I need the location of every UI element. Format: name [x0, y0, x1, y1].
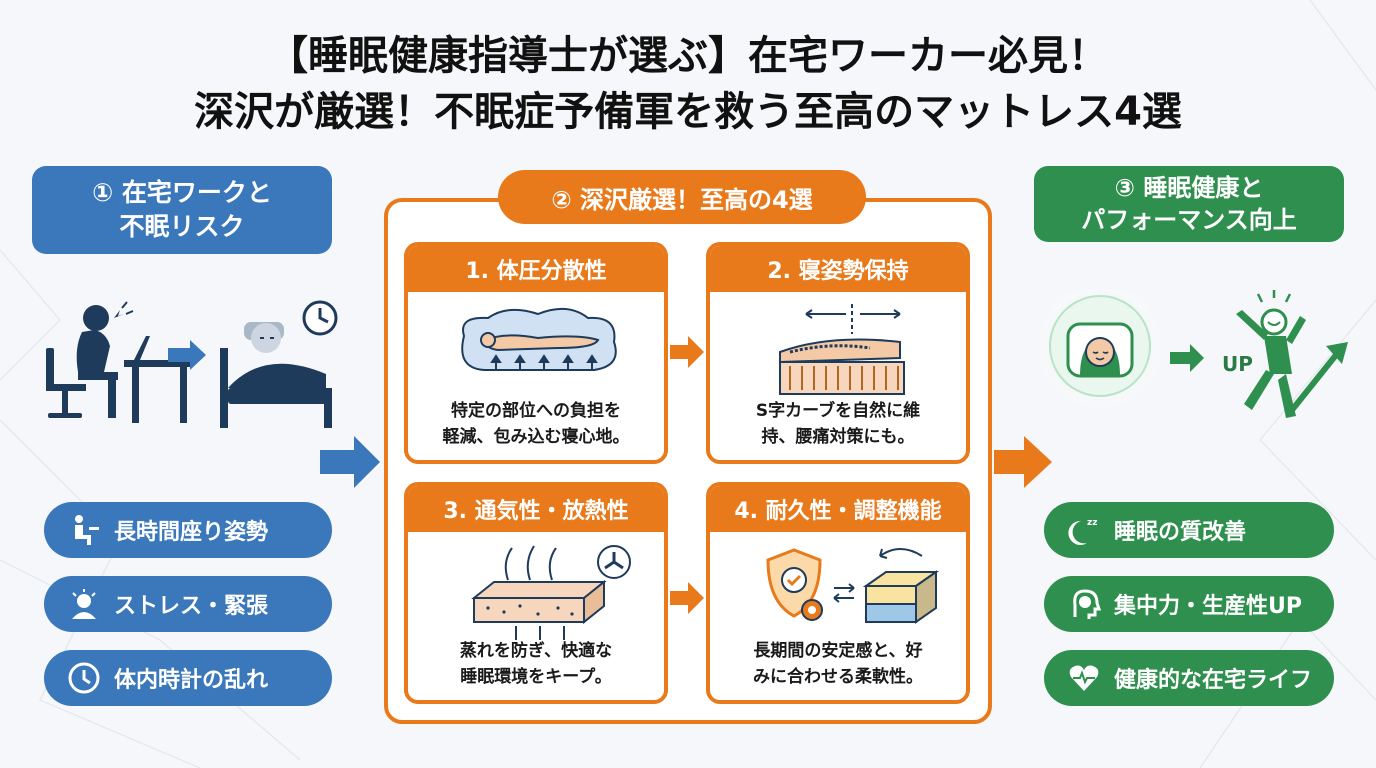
left-item-label: 体内時計の乱れ	[114, 668, 269, 693]
awake-in-bed-icon	[220, 300, 338, 428]
card-pressure-distribution: 1. 体圧分散性 特定の部位への負担を 軽減、包み込む寝心地。	[404, 242, 668, 464]
card-description: 特定の部位への負担を 軽減、包み込む寝心地。	[408, 398, 664, 450]
card-title: 4. 耐久性・調整機能	[710, 486, 966, 532]
card-desc-line-1: 蒸れを防ぎ、快適な	[459, 641, 613, 661]
right-heading: ③ 睡眠健康と パフォーマンス向上	[1034, 166, 1344, 242]
sitting-person-icon	[64, 510, 104, 550]
stressed-person-icon	[64, 584, 104, 624]
card-description: S字カーブを自然に維 持、腰痛対策にも。	[710, 398, 966, 450]
card-desc-line-2: 睡眠環境をキープ。	[460, 667, 612, 687]
card-desc-line-2: 持、腰痛対策にも。	[761, 427, 915, 447]
right-heading-line-1: ③ 睡眠健康と	[1114, 174, 1264, 202]
page-title: 【睡眠健康指導士が選ぶ】在宅ワーカー必見！ 深沢が厳選！不眠症予備軍を救う至高の…	[0, 28, 1376, 140]
clock-icon	[64, 658, 104, 698]
card-title: 1. 体圧分散性	[408, 246, 664, 292]
card-desc-line-2: 軽減、包み込む寝心地。	[442, 427, 630, 447]
card-desc-line-1: 長期間の安定感と、好	[753, 641, 923, 661]
insomnia-illustration	[46, 300, 338, 428]
card-posture-support: 2. 寝姿勢保持 S字カーブを自然に維 持、腰痛対策にも。	[706, 242, 970, 464]
left-item-clock: 体内時計の乱れ	[44, 650, 332, 706]
right-item-label: 健康的な在宅ライフ	[1114, 668, 1313, 693]
spine-alignment-icon	[779, 304, 905, 395]
left-item-stress: ストレス・緊張	[44, 576, 332, 632]
brain-head-icon	[1064, 584, 1104, 624]
sleeping-face-icon	[1049, 295, 1151, 397]
left-item-label: ストレス・緊張	[114, 594, 269, 619]
card-title: 3. 通気性・放熱性	[408, 486, 664, 532]
left-heading-line-2: 不眠リスク	[119, 212, 245, 241]
right-item-label: 睡眠の質改善	[1114, 520, 1247, 545]
left-arrow-icon	[168, 340, 206, 370]
right-item-sleep-quality: zz 睡眠の質改善	[1044, 502, 1334, 558]
center-heading: ② 深沢厳選！至高の4選	[498, 170, 866, 224]
right-item-focus: 集中力・生産性UP	[1044, 576, 1334, 632]
up-arrow-icon	[1170, 344, 1204, 372]
card-description: 蒸れを防ぎ、快適な 睡眠環境をキープ。	[408, 638, 664, 690]
card-breathability: 3. 通気性・放熱性 蒸れを防ぎ、快適な 睡眠環境をキープ。	[404, 482, 668, 704]
card-description: 長期間の安定感と、好 みに合わせる柔軟性。	[710, 638, 966, 690]
card-desc-line-1: 特定の部位への負担を	[451, 401, 621, 421]
card-desc-line-1: S字カーブを自然に維	[755, 401, 921, 421]
jumping-person-icon	[1236, 290, 1348, 418]
card-arrow-icon	[670, 336, 704, 368]
card-desc-line-2: みに合わせる柔軟性。	[753, 667, 923, 687]
svg-text:zz: zz	[1087, 518, 1097, 528]
shield-check-icon	[766, 548, 940, 624]
title-line-1: 【睡眠健康指導士が選ぶ】在宅ワーカー必見！	[268, 33, 1108, 79]
card-title: 2. 寝姿勢保持	[710, 246, 966, 292]
heart-pulse-icon	[1064, 658, 1104, 698]
left-to-center-arrow-icon	[320, 436, 380, 488]
center-to-right-arrow-icon	[994, 436, 1052, 488]
right-item-label: 集中力・生産性UP	[1114, 594, 1302, 619]
improvement-illustration	[1034, 290, 1348, 418]
left-item-sitting: 長時間座り姿勢	[44, 502, 332, 558]
left-heading-line-1: ① 在宅ワークと	[92, 178, 272, 207]
up-label: UP	[1222, 352, 1253, 376]
title-line-2: 深沢が厳選！不眠症予備軍を救う至高のマットレス4選	[194, 89, 1182, 135]
left-heading: ① 在宅ワークと 不眠リスク	[32, 166, 332, 254]
left-item-label: 長時間座り姿勢	[114, 520, 269, 545]
right-heading-line-2: パフォーマンス向上	[1081, 206, 1297, 234]
breathable-mattress-icon	[471, 545, 631, 640]
desk-worker-icon	[46, 301, 190, 423]
right-item-healthy-life: 健康的な在宅ライフ	[1044, 650, 1334, 706]
body-on-mattress-icon	[461, 307, 617, 371]
card-durability-adjust: 4. 耐久性・調整機能 長期間の安定感と、好 みに合わせる柔軟性。	[706, 482, 970, 704]
moon-zzz-icon: zz	[1064, 510, 1104, 550]
card-arrow-icon	[670, 582, 704, 614]
